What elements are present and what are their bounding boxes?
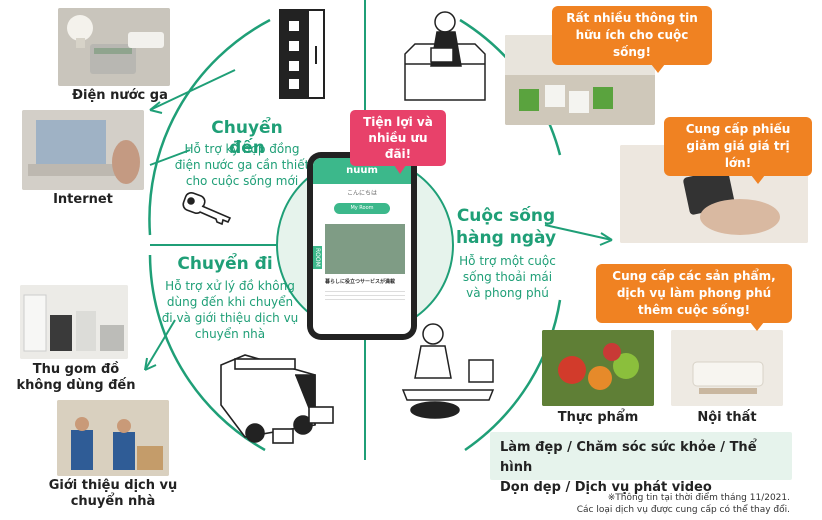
cycle-arc-left-upper: [148, 18, 271, 236]
collection-photo: [20, 285, 128, 359]
cycle-arc-left-lower: [148, 254, 266, 452]
daily-title: Cuộc sống hàng ngày: [455, 206, 557, 248]
collection-label: Thu gom đồ không dùng đến: [16, 362, 136, 393]
phone-myroom-button[interactable]: My Room: [334, 203, 390, 214]
movers-illustration: [57, 400, 169, 476]
utilities-photo: [58, 8, 170, 86]
person-on-sofa-illustration: [404, 11, 486, 101]
arrow-to-daily: [544, 224, 613, 241]
appliances-illustration: [20, 285, 128, 359]
sofa-room-illustration: [671, 330, 783, 406]
arrow-to-utilities: [149, 69, 236, 111]
cooking-person-illustration: [401, 323, 495, 419]
food-photo: [542, 330, 654, 406]
products-bubble: Cung cấp các sản phẩm, dịch vụ làm phong…: [596, 264, 792, 331]
bulb-and-calculator-illustration: [58, 8, 170, 86]
moving-service-label: Giới thiệu dịch vụ chuyển nhà: [48, 478, 178, 509]
move-out-desc: Hỗ trợ xử lý đồ không dùng đến khi chuyể…: [161, 279, 299, 341]
arrow-to-internet: [149, 149, 191, 166]
phone-logo: nuum: [346, 165, 378, 176]
vegetables-illustration: [542, 330, 654, 406]
laptop-illustration: [22, 110, 144, 190]
phone-card-image: [325, 224, 405, 274]
food-label: Thực phẩm: [557, 410, 639, 425]
internet-photo: [22, 110, 144, 190]
furniture-label: Nội thất: [697, 410, 757, 425]
phone-greeting: こんにちは: [346, 190, 377, 197]
phone-screen: nuum こんにちは My Room 暮らしに役立つサービスが満載: [313, 158, 411, 334]
move-in-title: Chuyển đến: [211, 118, 283, 158]
cycle-arc-right-lower: [464, 299, 562, 452]
door-icon: [279, 9, 325, 99]
internet-label: Internet: [53, 192, 113, 207]
footnote-line2: Các loại dịch vụ được cung cấp có thể th…: [576, 505, 790, 515]
utilities-label: Điện nước ga: [72, 88, 168, 103]
daily-desc: Hỗ trợ một cuộc sống thoải mái và phong …: [459, 254, 556, 300]
phone-card-lines: [325, 288, 405, 302]
footnote-line1: ※Thông tin tại thời điểm tháng 11/2021.: [607, 493, 790, 503]
moving-truck-illustration: [220, 354, 334, 444]
info-bubble: Rất nhiều thông tin hữu ích cho cuộc sốn…: [552, 6, 712, 73]
move-in-desc: Hỗ trợ ký hợp đồng điện nước ga cần thiế…: [174, 142, 310, 188]
misc-services-box: Làm đẹp / Chăm sóc sức khỏe / Thể hình D…: [490, 432, 792, 495]
phone-card-text: 暮らしに役立つサービスが満載: [325, 279, 396, 285]
center-bubble: Tiện lợi và nhiều ưu đãi!: [350, 110, 446, 174]
coupon-bubble: Cung cấp phiếu giảm giá giá trị lớn!: [664, 117, 812, 184]
key-icon: [182, 192, 232, 226]
smartphone: nuum こんにちは My Room 暮らしに役立つサービスが満載: [307, 152, 417, 340]
move-out-title: Chuyển đi: [177, 254, 273, 274]
misc-services-line1: Làm đẹp / Chăm sóc sức khỏe / Thể hình: [500, 440, 757, 475]
phone-side-label: ROOM: [313, 246, 322, 269]
moving-service-photo: [57, 400, 169, 476]
furniture-photo: [671, 330, 783, 406]
arrow-to-collection: [144, 319, 176, 371]
misc-services-line2: Dọn dẹp / Dịch vụ phát video: [500, 480, 712, 495]
footnote: ※Thông tin tại thời điểm tháng 11/2021. …: [540, 492, 790, 516]
